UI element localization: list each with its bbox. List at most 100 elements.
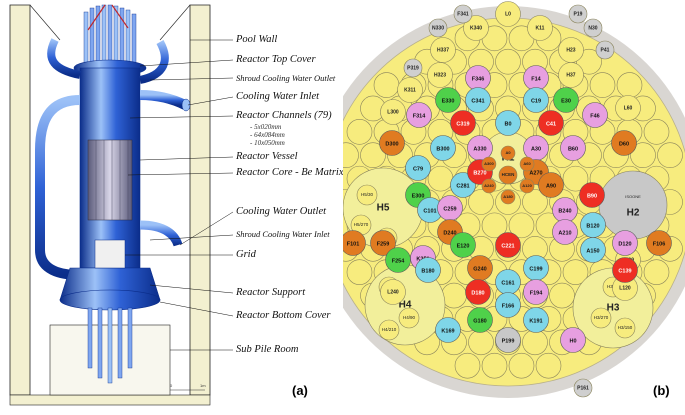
label-cooling-water-outlet: Cooling Water Outlet <box>236 206 327 217</box>
scale-end: 1m <box>200 383 206 388</box>
colored-channel-label: D60 <box>619 141 629 147</box>
outer-channel-label: K11 <box>536 25 545 31</box>
outer-channel-label: P161 <box>577 385 589 391</box>
colored-channel-label: F314 <box>413 113 426 119</box>
colored-channel-label: C101 <box>423 208 436 214</box>
lattice-channel <box>643 119 670 145</box>
lattice-channel <box>481 212 508 239</box>
colored-channel-label: E300 <box>412 193 425 199</box>
outer-channel-label: L0 <box>505 11 511 17</box>
colored-channel-label: C41 <box>546 121 556 127</box>
colored-channel-label: C341 <box>471 98 484 104</box>
colored-channel-a90 <box>538 172 564 198</box>
outer-channel <box>380 99 406 125</box>
colored-channel-label: A270 <box>529 170 542 176</box>
outer-channel-label: N30 <box>588 25 597 31</box>
colored-channel-label: B0 <box>504 121 511 127</box>
outer-channel-label: H37 <box>566 72 575 78</box>
center-ring-channel <box>500 189 516 205</box>
lattice-channel <box>454 352 481 379</box>
colored-channel-label: E330 <box>442 98 455 104</box>
outer-channel <box>427 62 453 88</box>
colored-channel-label: E120 <box>457 243 470 249</box>
colored-channel-label: H0 <box>569 338 576 344</box>
colored-channel-f166 <box>495 292 521 318</box>
colored-channel-label: F46 <box>590 113 599 119</box>
small-position-label: H3/270 <box>594 315 609 320</box>
reactor-bottom-cover <box>59 289 161 311</box>
grid <box>94 239 126 269</box>
colored-channel-k169 <box>435 317 461 343</box>
small-position <box>378 319 400 341</box>
outer-channel <box>595 40 615 60</box>
outer-channel <box>380 279 406 305</box>
colored-channel-label: D120 <box>618 241 631 247</box>
large-channel-sub: ISOONE <box>625 194 641 199</box>
colored-channel-label: B270 <box>473 170 486 176</box>
small-position-label: H5/270 <box>354 222 369 227</box>
center-ring-label: A180 <box>503 194 513 199</box>
label-sub-pile-room: Sub Pile Room <box>236 344 299 355</box>
lattice-channel <box>346 259 373 285</box>
colored-channel-label: B300 <box>436 146 449 152</box>
lattice-channel <box>562 165 589 192</box>
outer-channel <box>495 1 521 27</box>
colored-channel-b300 <box>430 135 456 161</box>
outer-channel-label: F341 <box>457 11 469 17</box>
colored-channel-f46 <box>582 102 608 128</box>
colored-channel-c139 <box>612 257 638 283</box>
outer-channel <box>568 4 588 24</box>
colored-channel-label: G240 <box>473 266 486 272</box>
colored-channel-f194 <box>523 279 549 305</box>
colored-channel-g180 <box>467 307 493 333</box>
colored-channel-d120 <box>612 230 638 256</box>
colored-channel-f314 <box>406 102 432 128</box>
colored-channel-label: F346 <box>472 76 485 82</box>
colored-channel-f106 <box>646 230 672 256</box>
center-ring-channel <box>481 178 497 194</box>
lattice-channel <box>657 142 683 169</box>
colored-channel-label: F101 <box>347 241 360 247</box>
colored-channel-label: A30 <box>531 146 541 152</box>
colored-channel-label: A150 <box>586 248 599 254</box>
outer-channel-label: L120 <box>619 285 631 291</box>
lattice-channel <box>508 212 535 239</box>
colored-channel-label: B240 <box>558 208 571 214</box>
small-position <box>398 307 420 329</box>
lattice-channel <box>508 352 535 379</box>
pool-wall-left <box>9 4 31 396</box>
lattice-channel <box>481 352 508 379</box>
outer-channel-label: H323 <box>434 72 446 78</box>
scale-start: 0 <box>170 383 173 388</box>
pool-wall-right <box>189 4 211 396</box>
reactor-channel-tubes <box>83 4 137 69</box>
large-channel-h2 <box>598 170 668 240</box>
core-map: H1H2ISOONEH3H4H5H5/30H5/270H5/150H4/330H… <box>312 1 685 398</box>
center-ring-label: A0 <box>505 150 511 155</box>
panel-b-caption: (b) <box>653 383 670 398</box>
colored-channel-label: A330 <box>473 146 486 152</box>
small-position <box>614 317 636 339</box>
lattice-channel <box>346 119 373 145</box>
colored-channel-label: F14 <box>531 76 541 82</box>
lattice-channel <box>522 189 548 215</box>
outer-channel <box>527 15 553 41</box>
outer-channel <box>428 18 448 38</box>
colored-channel-label: K169 <box>441 328 454 334</box>
large-channel-label: H5 <box>377 203 390 214</box>
label-reactor-vessel: Reactor Vessel <box>236 151 298 162</box>
outer-channel-label: K340 <box>470 25 482 31</box>
outer-channel <box>558 37 584 63</box>
colored-channel-e120 <box>450 232 476 258</box>
reactor-cross-section-panel: Pool Wall Reactor Top Cover Shroud Cooli… <box>0 0 344 410</box>
large-channel-label: H4 <box>399 300 412 311</box>
colored-channel-label: B180 <box>421 268 434 274</box>
reactor-core <box>87 139 133 221</box>
small-position <box>356 184 378 206</box>
colored-channel-b0 <box>495 110 521 136</box>
lattice-channel <box>468 329 494 356</box>
outer-channel <box>403 58 423 78</box>
label-reactor-bottom-cover: Reactor Bottom Cover <box>236 310 331 321</box>
lattice-channel <box>549 282 575 309</box>
cooling-pipe-left <box>35 95 81 280</box>
